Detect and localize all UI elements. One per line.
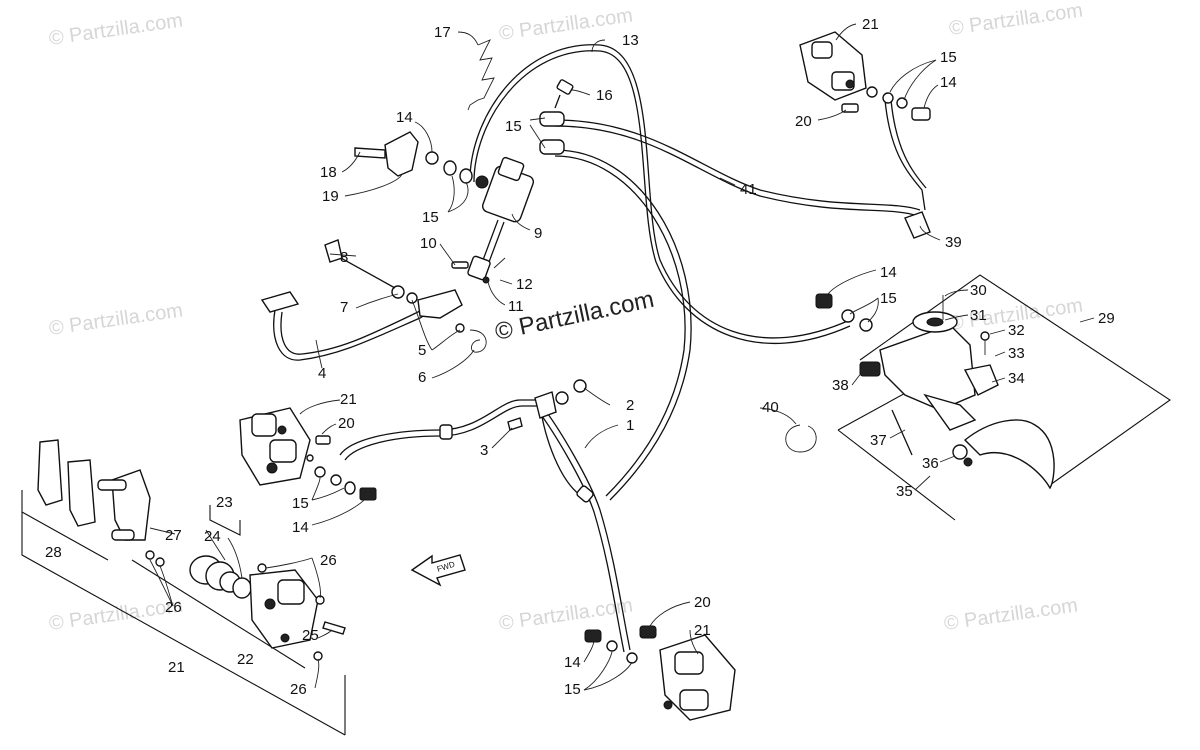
- callout-29: 29: [1098, 310, 1115, 327]
- callout-11: 11: [508, 298, 524, 315]
- center-watermark: © Partzilla.com: [493, 286, 657, 346]
- lower-right-caliper: [584, 625, 736, 721]
- callout-21: 21: [168, 659, 185, 676]
- watermark: © Partzilla.com: [48, 594, 185, 635]
- watermark: © Partzilla.com: [948, 0, 1085, 40]
- callout-33: 33: [1008, 345, 1025, 362]
- left-caliper-assembly: [239, 407, 377, 501]
- callout-26: 26: [320, 552, 337, 569]
- callout-21: 21: [694, 622, 711, 639]
- caliper-rebuild-kit: [21, 439, 346, 736]
- callout-22: 22: [237, 651, 254, 668]
- callout-15: 15: [505, 118, 522, 135]
- callout-35: 35: [896, 483, 913, 500]
- callout-18: 18: [320, 164, 337, 181]
- callout-2: 2: [626, 397, 634, 414]
- callout-28: 28: [45, 544, 62, 561]
- watermark: © Partzilla.com: [498, 4, 635, 45]
- callout-37: 37: [870, 432, 887, 449]
- leader-lines: [149, 23, 1095, 691]
- callout-38: 38: [832, 377, 849, 394]
- callout-5: 5: [418, 342, 426, 359]
- callout-15: 15: [880, 290, 897, 307]
- callout-20: 20: [338, 415, 355, 432]
- callout-21: 21: [340, 391, 357, 408]
- callout-1: 1: [626, 417, 634, 434]
- watermark: © Partzilla.com: [48, 299, 185, 340]
- brake-pedal: [260, 239, 487, 361]
- forward-arrow: FWD: [410, 554, 466, 587]
- callout-40: 40: [762, 399, 779, 416]
- callout-15: 15: [292, 495, 309, 512]
- watermark: © Partzilla.com: [943, 594, 1080, 635]
- callout-15: 15: [940, 49, 957, 66]
- callout-12: 12: [516, 276, 533, 293]
- callout-7: 7: [340, 299, 348, 316]
- callout-4: 4: [318, 365, 326, 382]
- hose-bracket: [507, 379, 587, 431]
- callout-26: 26: [290, 681, 307, 698]
- callout-14: 14: [564, 654, 581, 671]
- callout-23: 23: [216, 494, 233, 511]
- callout-31: 31: [970, 307, 987, 324]
- callout-6: 6: [418, 369, 426, 386]
- upper-right-caliper: [799, 31, 931, 239]
- callout-14: 14: [292, 519, 309, 536]
- callout-26: 26: [165, 599, 182, 616]
- callout-13: 13: [622, 32, 639, 49]
- callout-41: 41: [740, 181, 757, 198]
- callout-20: 20: [795, 113, 812, 130]
- callout-numbers: 17 13 21 15 14 16 20 15 14 18 19 15 9 41…: [45, 16, 1115, 698]
- callout-36: 36: [922, 455, 939, 472]
- watermark: © Partzilla.com: [48, 9, 185, 50]
- callout-10: 10: [420, 235, 437, 252]
- callout-21: 21: [862, 16, 879, 33]
- callout-19: 19: [322, 188, 339, 205]
- watermark: © Partzilla.com: [498, 594, 635, 635]
- callout-24: 24: [204, 528, 221, 545]
- callout-25: 25: [302, 627, 319, 644]
- callout-3: 3: [480, 442, 488, 459]
- callout-30: 30: [970, 282, 987, 299]
- callout-20: 20: [694, 594, 711, 611]
- rear-master-cylinder: [354, 39, 574, 284]
- callout-32: 32: [1008, 322, 1025, 339]
- callout-14: 14: [940, 74, 957, 91]
- callout-15: 15: [564, 681, 581, 698]
- callout-27: 27: [165, 527, 182, 544]
- callout-34: 34: [1008, 370, 1025, 387]
- callout-14: 14: [396, 109, 413, 126]
- brake-hoses: [339, 44, 927, 653]
- callout-15: 15: [422, 209, 439, 226]
- callout-9: 9: [534, 225, 542, 242]
- callout-14: 14: [880, 264, 897, 281]
- callout-39: 39: [945, 234, 962, 251]
- callout-17: 17: [434, 24, 451, 41]
- front-master-cylinder: [785, 274, 1171, 521]
- callout-16: 16: [596, 87, 613, 104]
- callout-8: 8: [340, 249, 348, 266]
